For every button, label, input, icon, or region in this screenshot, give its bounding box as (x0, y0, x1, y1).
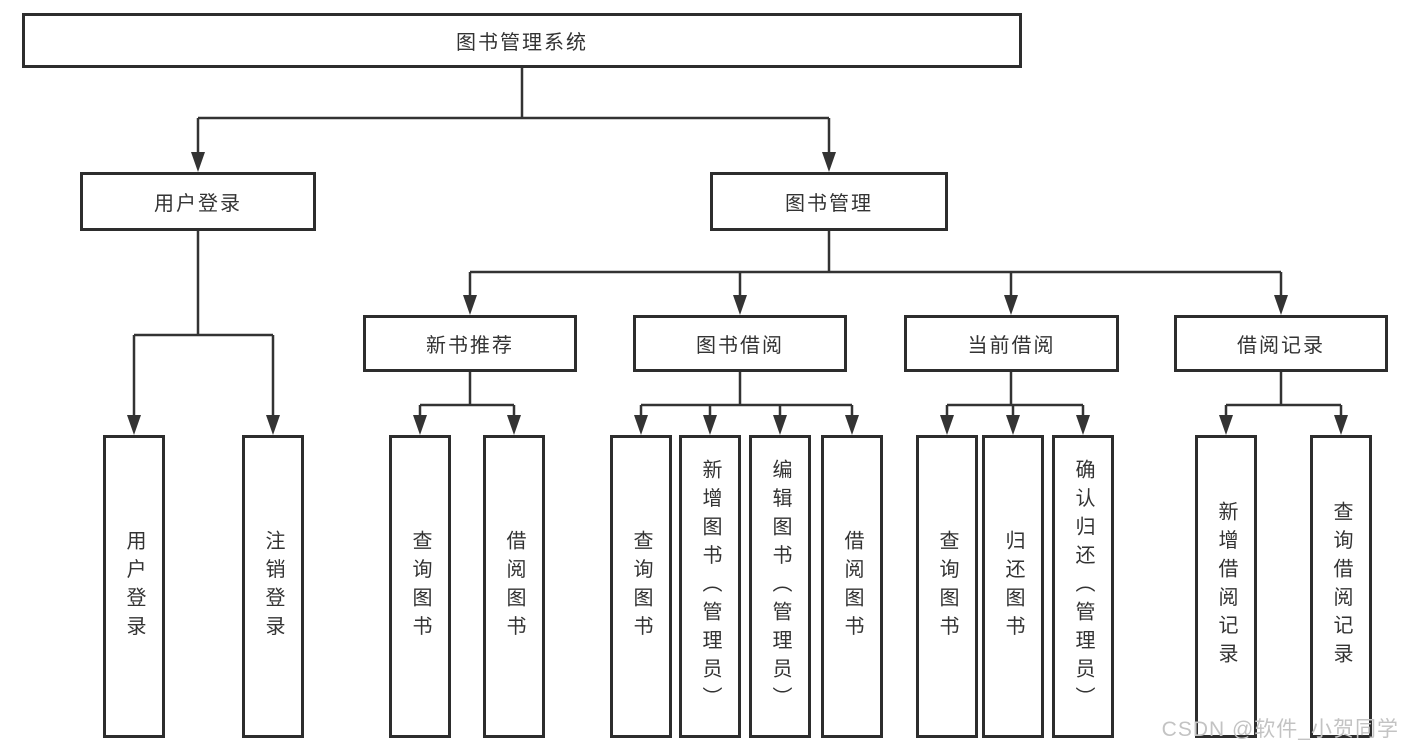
leaf-confirm-return-admin: 确认归还（管理员） (1052, 435, 1114, 738)
node-label: 用户登录 (123, 529, 145, 644)
leaf-user-login: 用户登录 (103, 435, 165, 738)
node-label: 查询图书 (936, 529, 958, 644)
leaf-logout: 注销登录 (242, 435, 304, 738)
leaf-query-books-recommend: 查询图书 (389, 435, 451, 738)
node-label: 确认归还（管理员） (1072, 458, 1094, 715)
node-label: 借阅记录 (1237, 335, 1325, 357)
leaf-return-books: 归还图书 (982, 435, 1044, 738)
node-label: 查询借阅记录 (1330, 501, 1352, 672)
node-library-management-system: 图书管理系统 (22, 13, 1022, 68)
node-current-borrowing: 当前借阅 (904, 315, 1119, 372)
node-label: 新增借阅记录 (1215, 501, 1237, 672)
csdn-watermark: CSDN @软件_小贺同学 (1161, 718, 1399, 741)
node-label: 图书管理 (785, 193, 873, 215)
leaf-borrow-books-borrowing: 借阅图书 (821, 435, 883, 738)
node-new-book-recommend: 新书推荐 (363, 315, 577, 372)
node-user-login: 用户登录 (80, 172, 316, 231)
node-label: 新书推荐 (426, 335, 514, 357)
node-label: 编辑图书（管理员） (769, 458, 791, 715)
node-book-management: 图书管理 (710, 172, 948, 231)
node-label: 图书借阅 (696, 335, 784, 357)
leaf-query-borrowing-record: 查询借阅记录 (1310, 435, 1372, 738)
node-label: 借阅图书 (503, 529, 525, 644)
leaf-query-books-borrowing: 查询图书 (610, 435, 672, 738)
leaf-add-borrowing-record: 新增借阅记录 (1195, 435, 1257, 738)
node-label: 当前借阅 (967, 335, 1056, 357)
node-label: 图书管理系统 (456, 32, 588, 54)
node-label: 注销登录 (262, 529, 284, 644)
leaf-borrow-books-recommend: 借阅图书 (483, 435, 545, 738)
leaf-edit-books-admin: 编辑图书（管理员） (749, 435, 811, 738)
leaf-query-books-current: 查询图书 (916, 435, 978, 738)
node-label: 用户登录 (154, 193, 242, 215)
node-label: 新增图书（管理员） (699, 458, 721, 715)
node-label: 查询图书 (630, 529, 652, 644)
node-label: 借阅图书 (841, 529, 863, 644)
leaf-add-books-admin: 新增图书（管理员） (679, 435, 741, 738)
node-borrowing-records: 借阅记录 (1174, 315, 1388, 372)
node-book-borrowing: 图书借阅 (633, 315, 847, 372)
node-label: 查询图书 (409, 529, 431, 644)
node-label: 归还图书 (1002, 529, 1024, 644)
